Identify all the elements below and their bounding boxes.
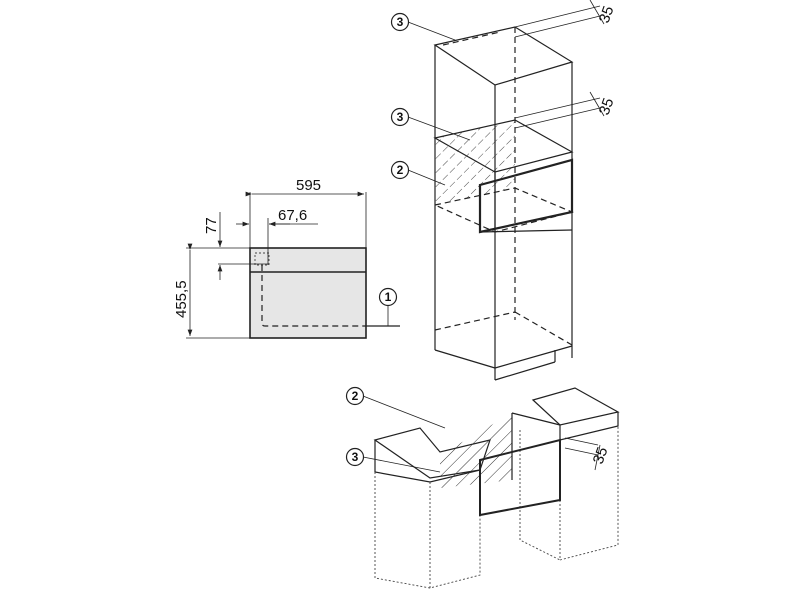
callout-shelf-top: 3 — [397, 15, 404, 29]
cable-path — [261, 265, 366, 327]
dim-vent-base: 35 — [590, 445, 612, 466]
niche-ventilation-area — [435, 120, 515, 205]
dim-height: 455,5 — [173, 280, 190, 318]
callout-shelf-mid: 3 — [397, 110, 404, 124]
appliance-body — [249, 247, 367, 339]
dim-width: 595 — [296, 177, 321, 194]
dim-handle-offset: 67,6 — [278, 207, 307, 224]
base-cabinets: 35 2 3 — [345, 386, 620, 589]
dim-panel-height: 77 — [203, 217, 220, 234]
callout-1-circle — [378, 287, 398, 307]
appliance-front-view: 595 67,6 77 455,5 1 — [173, 177, 400, 339]
base-oven — [479, 438, 561, 517]
callout-niche-base: 2 — [352, 389, 359, 403]
base-niche-ventilation — [440, 413, 512, 488]
dim-vent-top: 35 — [596, 4, 618, 25]
callout-worktop-base: 3 — [352, 450, 359, 464]
built-in-oven — [478, 158, 574, 234]
callout-oven: 1 — [385, 290, 392, 304]
worktop-right — [531, 387, 620, 426]
dim-vent-mid: 35 — [596, 96, 618, 117]
tall-cabinet: 35 35 3 3 2 — [390, 0, 618, 381]
callout-niche-tall: 2 — [397, 163, 404, 177]
